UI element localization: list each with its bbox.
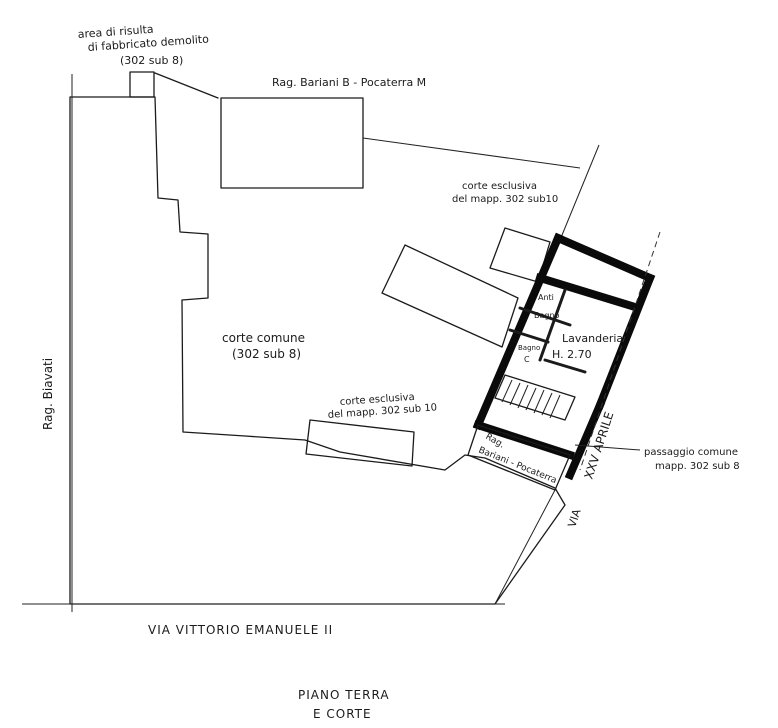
demolished-area-stipple (129, 71, 155, 98)
label-north-property: Rag. Bariani B - Pocaterra M (272, 76, 426, 89)
label-room-lavanderia: Lavanderia (562, 332, 623, 345)
label-corte-comune-1: corte comune (222, 331, 305, 345)
label-street-east-via: VIA (565, 507, 583, 529)
label-room-anti: Anti (538, 293, 554, 302)
diagonal-building-hatch (381, 244, 519, 348)
courtyard-boundary (154, 72, 219, 99)
label-east-property-2: Bariani - Pocaterra (477, 446, 558, 487)
west-property-hatch (69, 96, 566, 605)
label-room-height: H. 2.70 (552, 348, 592, 361)
north-boundary-line (362, 137, 581, 169)
label-room-c: C (524, 355, 530, 364)
north-property-block (220, 97, 364, 189)
label-room-bagno: Bagno (534, 311, 560, 320)
street-edge-line (494, 489, 556, 605)
label-corte-escl-top-1: corte esclusiva (462, 181, 537, 192)
street-dashed-line (579, 231, 661, 471)
label-area-risulta-1: area di risulta (77, 23, 154, 41)
drawing-title-2: E CORTE (313, 707, 372, 721)
label-corte-escl-bottom-1: corte esclusiva (339, 392, 415, 408)
passaggio-leader (574, 444, 641, 451)
label-passaggio-2: mapp. 302 sub 8 (655, 461, 740, 472)
label-street-south: VIA VITTORIO EMANUELE II (148, 623, 333, 637)
label-passaggio-1: passaggio comune (644, 447, 738, 458)
east-boundary-line (559, 144, 600, 241)
staircase (494, 374, 576, 421)
label-west-property: Rag. Biavati (41, 358, 55, 430)
corte-esclusiva-bottom-rect (305, 419, 415, 467)
label-room-bagno2: Bagno (518, 344, 540, 352)
label-corte-escl-top-2: del mapp. 302 sub10 (452, 194, 558, 205)
label-corte-comune-2: (302 sub 8) (232, 347, 301, 361)
label-area-risulta-3: (302 sub 8) (120, 54, 183, 67)
drawing-title-1: PIANO TERRA (298, 688, 390, 702)
